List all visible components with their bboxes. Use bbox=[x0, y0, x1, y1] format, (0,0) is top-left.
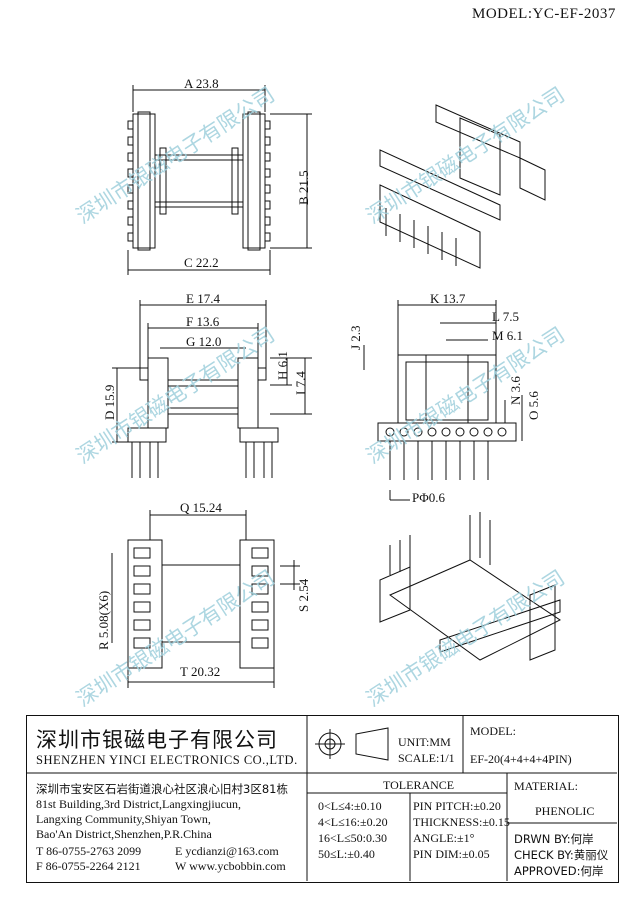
dim-label-t: T 20.32 bbox=[180, 664, 221, 679]
company-name-cn: 深圳市银磁电子有限公司 bbox=[36, 728, 278, 752]
dim-label-c: C 22.2 bbox=[184, 255, 219, 270]
dim-label-r: R 5.08(X6) bbox=[96, 590, 111, 650]
isometric-view-top bbox=[379, 104, 546, 269]
checked-by: CHECK BY:黄丽仪 bbox=[514, 848, 609, 862]
scale-label: SCALE:1/1 bbox=[398, 751, 455, 765]
dim-label-k: K 13.7 bbox=[430, 291, 466, 306]
tolerance-row: 16<L≤50:0.30 bbox=[318, 831, 388, 845]
dim-label-p: PΦ0.6 bbox=[412, 490, 445, 505]
fax: F 86-0755-2264 2121 bbox=[36, 859, 141, 873]
tolerance-row: 4<L≤16:±0.20 bbox=[318, 815, 388, 829]
dim-label-m: M 6.1 bbox=[492, 328, 524, 343]
dim-label-q: Q 15.24 bbox=[180, 500, 222, 515]
dim-label-i: I 7.4 bbox=[293, 371, 308, 395]
title-block bbox=[26, 715, 619, 883]
model-label: MODEL: bbox=[470, 724, 516, 738]
company-name-en: SHENZHEN YINCI ELECTRONICS CO.,LTD. bbox=[36, 753, 298, 767]
model-value: EF-20(4+4+4+4PIN) bbox=[470, 752, 572, 766]
dim-label-e: E 17.4 bbox=[186, 291, 220, 306]
tolerance-row: 0<L≤4:±0.10 bbox=[318, 799, 382, 813]
title-block-lines bbox=[26, 715, 617, 881]
dim-label-o: O 5.6 bbox=[526, 391, 541, 420]
unit-label: UNIT:MM bbox=[398, 735, 451, 749]
dim-label-d: D 15.9 bbox=[102, 384, 117, 420]
approved-by: APPROVED:何岸 bbox=[514, 864, 604, 878]
front-view bbox=[112, 300, 312, 478]
tolerance-row: 50≤L:±0.40 bbox=[318, 847, 375, 861]
website[interactable]: W www.ycbobbin.com bbox=[175, 859, 286, 873]
dim-label-a: A 23.8 bbox=[184, 76, 219, 91]
address-en-line-3: Bao'An District,Shenzhen,P.R.China bbox=[36, 827, 212, 841]
dim-label-b: B 21.5 bbox=[296, 170, 311, 205]
bottom-view bbox=[111, 510, 300, 688]
spec-row: PIN PITCH:±0.20 bbox=[413, 799, 501, 813]
address-en-line-2: Langxing Community,Shiyan Town, bbox=[36, 812, 211, 826]
email: E ycdianzi@163.com bbox=[175, 844, 279, 858]
dim-label-j: J 2.3 bbox=[348, 325, 363, 350]
dim-label-n: N 3.6 bbox=[508, 376, 523, 405]
dim-label-s: S 2.54 bbox=[296, 578, 311, 612]
material-label: MATERIAL: bbox=[514, 779, 578, 793]
spec-row: THICKNESS:±0.15 bbox=[413, 815, 510, 829]
telephone: T 86-0755-2763 2099 bbox=[36, 844, 142, 858]
model-header: MODEL:YC-EF-2037 bbox=[472, 6, 616, 22]
isometric-view-bottom bbox=[379, 512, 561, 661]
tolerance-title: TOLERANCE bbox=[383, 778, 455, 792]
dim-label-f: F 13.6 bbox=[186, 314, 220, 329]
drawn-by: DRWN BY:何岸 bbox=[514, 832, 594, 846]
side-view bbox=[363, 300, 523, 501]
dim-label-g: G 12.0 bbox=[186, 334, 222, 349]
material-value: PHENOLIC bbox=[535, 804, 595, 818]
address-en-line-1: 81st Building,3rd District,Langxingjiucu… bbox=[36, 797, 241, 811]
top-view bbox=[127, 85, 312, 275]
dim-label-h: H 6.1 bbox=[275, 351, 290, 380]
dim-label-l: L 7.5 bbox=[492, 309, 519, 324]
spec-row: ANGLE:±1° bbox=[413, 831, 475, 845]
spec-row: PIN DIM:±0.05 bbox=[413, 847, 490, 861]
address-cn: 深圳市宝安区石岩街道浪心社区浪心旧村3区81栋 bbox=[36, 782, 288, 796]
